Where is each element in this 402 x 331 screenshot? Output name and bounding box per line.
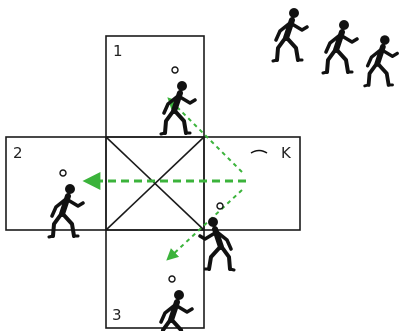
player-2-icon — [49, 170, 83, 237]
box-3-label: 3 — [112, 306, 122, 324]
player-3-icon — [158, 276, 192, 331]
box-3 — [105, 229, 205, 329]
waiting-player-icon — [365, 35, 397, 86]
waiting-player-icon — [273, 8, 307, 61]
waiting-players — [273, 8, 397, 86]
box-k-label: K — [281, 144, 292, 162]
pass-arrows — [82, 97, 246, 261]
player-1-icon — [161, 67, 195, 134]
waiting-player-icon — [323, 20, 357, 73]
box-2-label: 2 — [13, 144, 23, 162]
center-diagonal-b — [105, 136, 205, 231]
box-1-label: 1 — [113, 42, 123, 60]
player-k-icon — [200, 149, 268, 271]
court-outline — [5, 35, 301, 329]
box-k — [203, 136, 301, 231]
pass-arrow-to-3 — [166, 189, 243, 261]
pass-arrow-to-1 — [167, 97, 243, 173]
